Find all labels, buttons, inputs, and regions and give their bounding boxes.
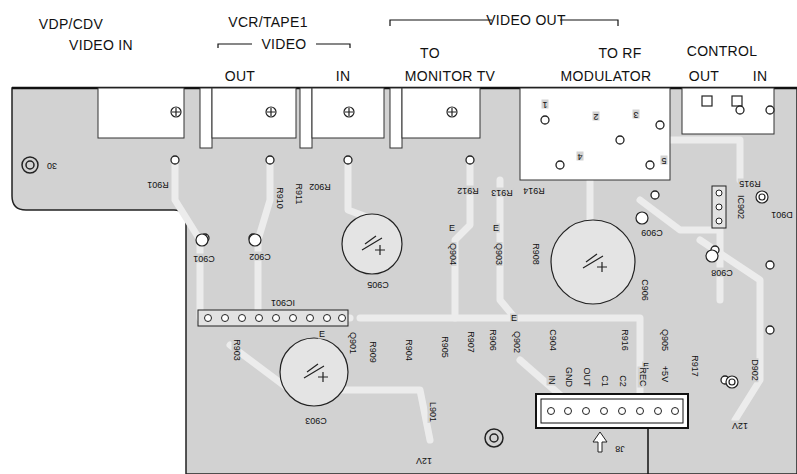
connector-j8	[536, 394, 688, 452]
board-label: R907	[466, 330, 475, 354]
top-label: VCR/TAPE1	[228, 15, 307, 29]
board-label: R909	[368, 340, 377, 364]
board-label: R908	[531, 242, 540, 266]
board-label: +5V	[660, 365, 669, 383]
board-label: C901	[192, 254, 216, 263]
leader-line	[647, 428, 649, 474]
top-label: TO RF	[598, 46, 641, 60]
top-label: MODULATOR	[561, 69, 652, 83]
jack-polarity	[171, 96, 742, 117]
board-label: Q902	[512, 330, 521, 354]
board-label: R917	[690, 354, 699, 378]
board-label: C902	[248, 252, 272, 261]
top-label: TO	[420, 46, 440, 60]
rca-jacks	[98, 88, 774, 180]
board-label: OUT	[582, 367, 591, 388]
board-label: R915	[738, 179, 762, 188]
top-label: OUT	[689, 69, 719, 83]
capacitor-symbols	[304, 236, 607, 382]
board-label: 1	[541, 100, 548, 109]
board-label: R911	[294, 183, 303, 206]
board-label: E	[448, 224, 456, 233]
electrolytic-capacitors	[280, 214, 635, 406]
board-label: C909	[640, 228, 664, 237]
board-outline	[12, 88, 797, 474]
mounting-holes	[22, 157, 503, 447]
board-label: L901	[428, 401, 437, 423]
board-label: 4	[576, 152, 583, 161]
board-label: Q904	[448, 242, 457, 266]
board-label: R916	[620, 328, 629, 352]
board-label: R912	[456, 186, 480, 195]
board-label: E	[492, 224, 500, 233]
small-components	[196, 191, 768, 388]
solder-pads	[171, 106, 774, 384]
board-label: GND	[564, 366, 573, 388]
board-label: IC902	[736, 194, 745, 220]
board-label: R903	[232, 338, 241, 362]
board-label: E	[510, 314, 518, 323]
board-label: R905	[440, 335, 449, 359]
board-label: R906	[488, 328, 497, 352]
board-label: D901	[770, 210, 794, 219]
board-label: D902	[750, 358, 759, 382]
board-label: C903	[304, 416, 328, 425]
board-label: C908	[710, 268, 734, 277]
top-label: VIDEO	[261, 37, 306, 51]
board-label: REC	[638, 366, 647, 387]
board-label: Q905	[660, 328, 669, 352]
board-label: E	[318, 330, 326, 339]
top-label: IN	[336, 69, 351, 83]
top-label: CONTROL	[687, 44, 758, 58]
top-label: VIDEO OUT	[486, 13, 566, 27]
board-label: 3	[632, 110, 639, 119]
board-label: IN	[547, 375, 556, 386]
top-label: OUT	[225, 69, 255, 83]
board-label: 2	[592, 112, 599, 121]
board-label: C1	[600, 374, 609, 388]
board-label: C2	[618, 374, 627, 388]
board-label: 5	[660, 156, 667, 165]
board-label: R914	[522, 186, 546, 195]
top-label: VIDEO IN	[69, 38, 133, 52]
board-label: 12V	[415, 456, 433, 465]
board-label: 30	[46, 161, 58, 170]
board-label: R901	[146, 180, 170, 189]
top-label: VDP/CDV	[39, 17, 103, 31]
board-label: R902	[308, 182, 332, 191]
top-label: MONITOR TV	[405, 69, 495, 83]
board-label: C904	[548, 328, 557, 352]
board-label: C906	[640, 278, 649, 302]
board-label: IC901	[270, 298, 296, 307]
ic901-outline	[198, 310, 348, 326]
board-label: R910	[275, 186, 284, 210]
board-label: 12V	[731, 421, 749, 430]
ic902-outline	[712, 186, 726, 228]
board-label: C905	[366, 280, 390, 289]
board-label: R904	[404, 338, 413, 362]
board-label: R913	[490, 188, 514, 197]
board-label: Q901	[348, 331, 357, 355]
board-label: J8	[614, 444, 626, 453]
board-label: Q903	[494, 242, 503, 266]
top-label: IN	[753, 69, 768, 83]
copper-traces	[175, 140, 760, 440]
